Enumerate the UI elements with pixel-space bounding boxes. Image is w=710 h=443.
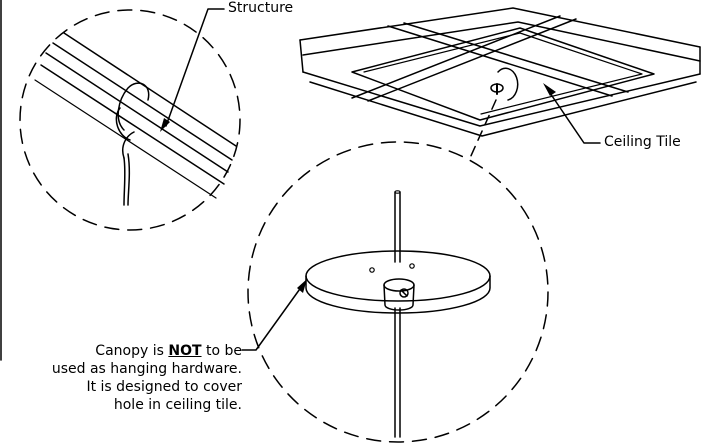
note-line-4: hole in ceiling tile. xyxy=(113,397,242,413)
note-line-1: Canopy is NOT to be xyxy=(52,342,242,360)
note-line-1-prefix: Canopy is xyxy=(95,343,164,359)
ceiling-tile-label: Ceiling Tile xyxy=(604,134,681,150)
canopy-note-arrowhead xyxy=(297,279,307,293)
note-line-1-suffix: to be xyxy=(205,343,242,359)
structure-detail xyxy=(19,9,241,231)
structure-arrowhead xyxy=(160,118,170,132)
structure-label: Structure xyxy=(228,0,294,16)
ceiling-tile-leader xyxy=(547,89,601,144)
detail-connector xyxy=(469,99,497,159)
note-emphasis: NOT xyxy=(168,343,202,359)
canopy-note: Canopy is NOT to be used as hanging hard… xyxy=(52,342,242,414)
ceiling-tile-arrowhead xyxy=(543,83,556,96)
canopy-detail xyxy=(247,141,549,443)
canopy-detail-circle xyxy=(247,141,549,443)
structure-detail-circle xyxy=(19,9,241,231)
note-line-3: It is designed to cover xyxy=(86,379,242,395)
note-line-2: used as hanging hardware. xyxy=(51,361,242,377)
ceiling-grid xyxy=(299,7,701,137)
structure-leader xyxy=(165,8,225,127)
canopy-note-leader xyxy=(241,285,303,351)
